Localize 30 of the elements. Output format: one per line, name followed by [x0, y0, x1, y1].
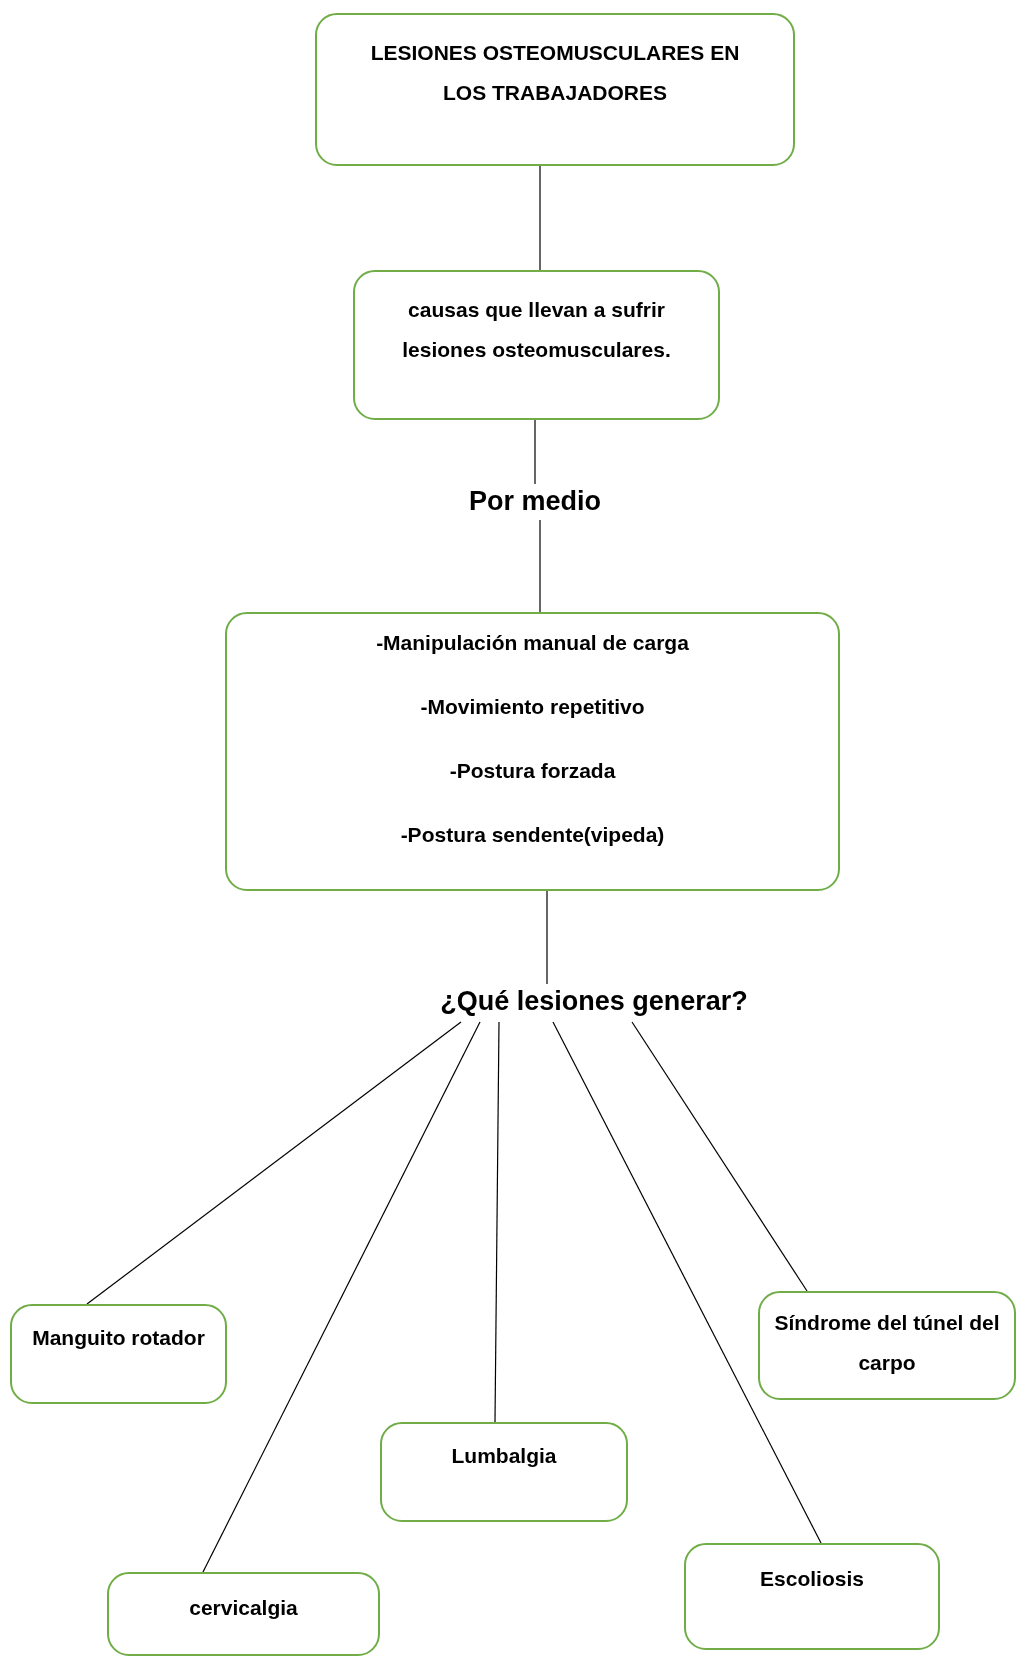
connector-label: Por medio	[468, 485, 602, 518]
connector-line	[552, 1021, 822, 1544]
process-box	[107, 1572, 380, 1656]
box-text: Síndrome del túnel del carpo	[773, 1310, 1001, 1376]
box-text: -Movimiento repetitivo	[419, 694, 646, 720]
process-box	[10, 1304, 227, 1404]
box-text: Escoliosis	[759, 1566, 865, 1592]
connector-line	[546, 890, 548, 985]
process-box	[315, 13, 795, 166]
connector-line	[539, 165, 541, 271]
connector-line	[631, 1021, 808, 1292]
process-box	[353, 270, 720, 420]
process-box	[684, 1543, 940, 1650]
box-text: LESIONES OSTEOMUSCULARES EN LOS TRABAJADORES	[369, 40, 741, 106]
connector-label: ¿Qué lesiones generar?	[439, 985, 749, 1018]
process-box	[225, 612, 840, 891]
connector-line	[202, 1021, 481, 1573]
box-text: causas que llevan a sufrir lesiones osteomusculares.	[401, 297, 672, 363]
box-text: -Postura sendente(vipeda)	[399, 822, 666, 848]
box-text: -Manipulación manual de carga	[375, 630, 690, 656]
box-text: cervicalgia	[188, 1595, 299, 1621]
box-text: -Postura forzada	[448, 758, 617, 784]
connector-line	[539, 519, 541, 613]
connector-line	[534, 419, 536, 485]
process-box	[758, 1291, 1016, 1400]
connector-line	[86, 1021, 462, 1305]
box-text: Manguito rotador	[31, 1325, 206, 1351]
process-box	[380, 1422, 628, 1522]
box-text: Lumbalgia	[450, 1443, 558, 1469]
connector-line	[494, 1021, 500, 1423]
